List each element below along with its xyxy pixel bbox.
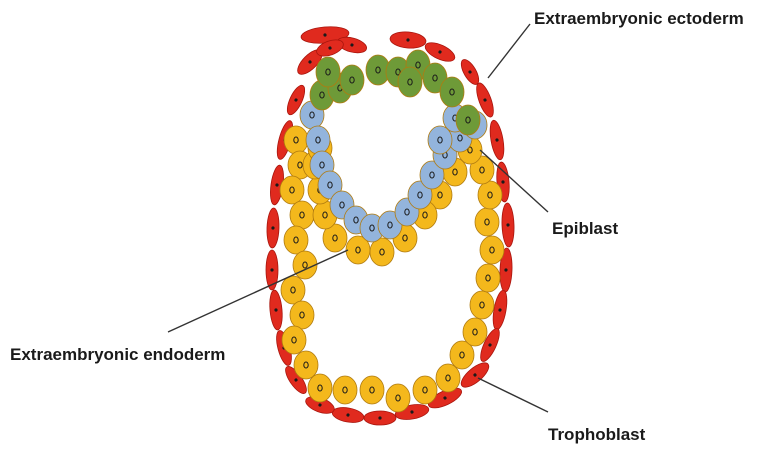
ectoderm-cell (456, 105, 480, 135)
endoderm-cell (284, 126, 308, 154)
trophoblast-cell (331, 405, 365, 424)
epiblast-cell (306, 126, 330, 154)
endoderm-cell (413, 376, 437, 404)
endoderm-cell (470, 291, 494, 319)
trophoblast-label: Trophoblast (548, 425, 646, 444)
endoderm-cell (294, 351, 318, 379)
endoderm-label: Extraembryonic endoderm (10, 345, 225, 364)
endoderm-cell (290, 301, 314, 329)
endoderm-cell (476, 264, 500, 292)
endoderm-cell (308, 374, 332, 402)
endoderm-cell (290, 201, 314, 229)
ectoderm-label: Extraembryonic ectoderm (534, 9, 744, 28)
endoderm-leader-line (168, 250, 348, 332)
endoderm-cell (360, 376, 384, 404)
endoderm-cell (333, 376, 357, 404)
endoderm-cell (436, 364, 460, 392)
epiblast-cell (428, 126, 452, 154)
cell-layers (266, 25, 515, 425)
trophoblast-cell (364, 411, 396, 425)
endoderm-cell (386, 384, 410, 412)
trophoblast-cell (488, 119, 507, 160)
endoderm-cell (280, 176, 304, 204)
ectoderm-cell (316, 57, 340, 87)
ectoderm-cell (398, 67, 422, 97)
endoderm-cell (480, 236, 504, 264)
trophoblast-leader-line (478, 378, 548, 412)
ectoderm-cell (440, 77, 464, 107)
endoderm-cell (475, 208, 499, 236)
epiblast-label: Epiblast (552, 219, 618, 238)
trophoblast-cell (266, 208, 279, 248)
ectoderm-cell (340, 65, 364, 95)
endoderm-cell (463, 318, 487, 346)
endoderm-cell (282, 326, 306, 354)
endoderm-cell (478, 181, 502, 209)
ectoderm-leader-line (488, 24, 530, 78)
trophoblast-cell (389, 30, 426, 49)
trophoblast-cell (501, 203, 515, 247)
trophoblast-cell (268, 290, 283, 331)
endoderm-cell (281, 276, 305, 304)
endoderm-cell (284, 226, 308, 254)
